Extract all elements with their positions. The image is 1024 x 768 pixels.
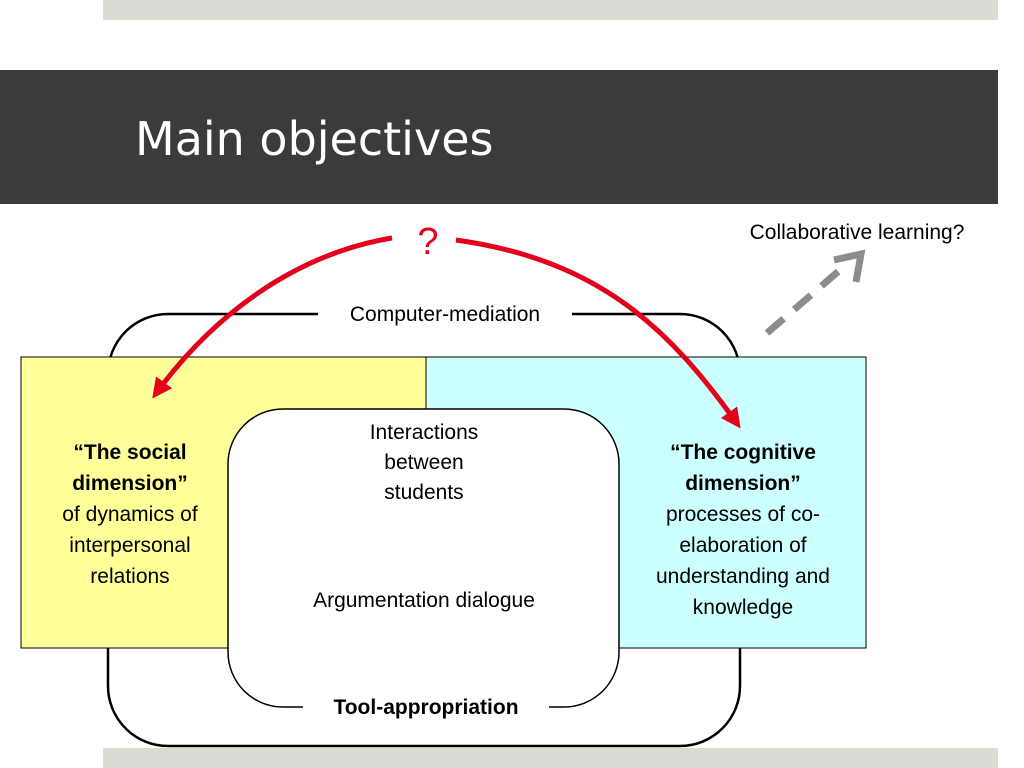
collaborative-learning-label: Collaborative learning?	[749, 221, 965, 244]
social-body-line2: interpersonal	[69, 534, 191, 557]
question-mark: ?	[417, 221, 439, 263]
interactions-line2: between	[384, 451, 464, 474]
social-heading-line1: “The social	[73, 441, 187, 464]
red-arrow-to-social	[152, 235, 393, 399]
social-body-line3: relations	[90, 565, 170, 588]
social-heading-line2: dimension”	[72, 472, 188, 495]
cognitive-body-line3: understanding and	[656, 565, 830, 588]
tool-appropriation-label: Tool-appropriation	[303, 696, 549, 720]
argumentation-dialogue-label: Argumentation dialogue	[313, 589, 535, 612]
cognitive-heading-line2: dimension”	[685, 472, 801, 495]
cognitive-body-line2: elaboration of	[679, 534, 807, 557]
social-dimension-text: “The social dimension” of dynamics of in…	[30, 437, 230, 592]
gray-dashed-arrow	[764, 267, 843, 336]
bottom-decor-strip	[103, 748, 998, 768]
social-body-line1: of dynamics of	[62, 503, 198, 526]
cognitive-body-line4: knowledge	[692, 596, 794, 619]
gray-arrowhead	[833, 249, 866, 283]
cognitive-body-line1: processes of co-	[665, 503, 821, 526]
interactions-line1: Interactions	[369, 421, 479, 444]
interactions-text: Interactions between students	[318, 418, 530, 508]
computer-mediation-label: Computer-mediation	[318, 303, 572, 327]
title-bar	[0, 70, 998, 204]
cognitive-heading-line1: “The cognitive	[670, 441, 816, 464]
slide-title: Main objectives	[135, 112, 494, 166]
red-arrow-to-cognitive	[455, 237, 741, 429]
cognitive-dimension-text: “The cognitive dimension” processes of c…	[632, 437, 854, 623]
top-decor-strip	[103, 0, 998, 20]
interactions-line3: students	[384, 481, 464, 504]
